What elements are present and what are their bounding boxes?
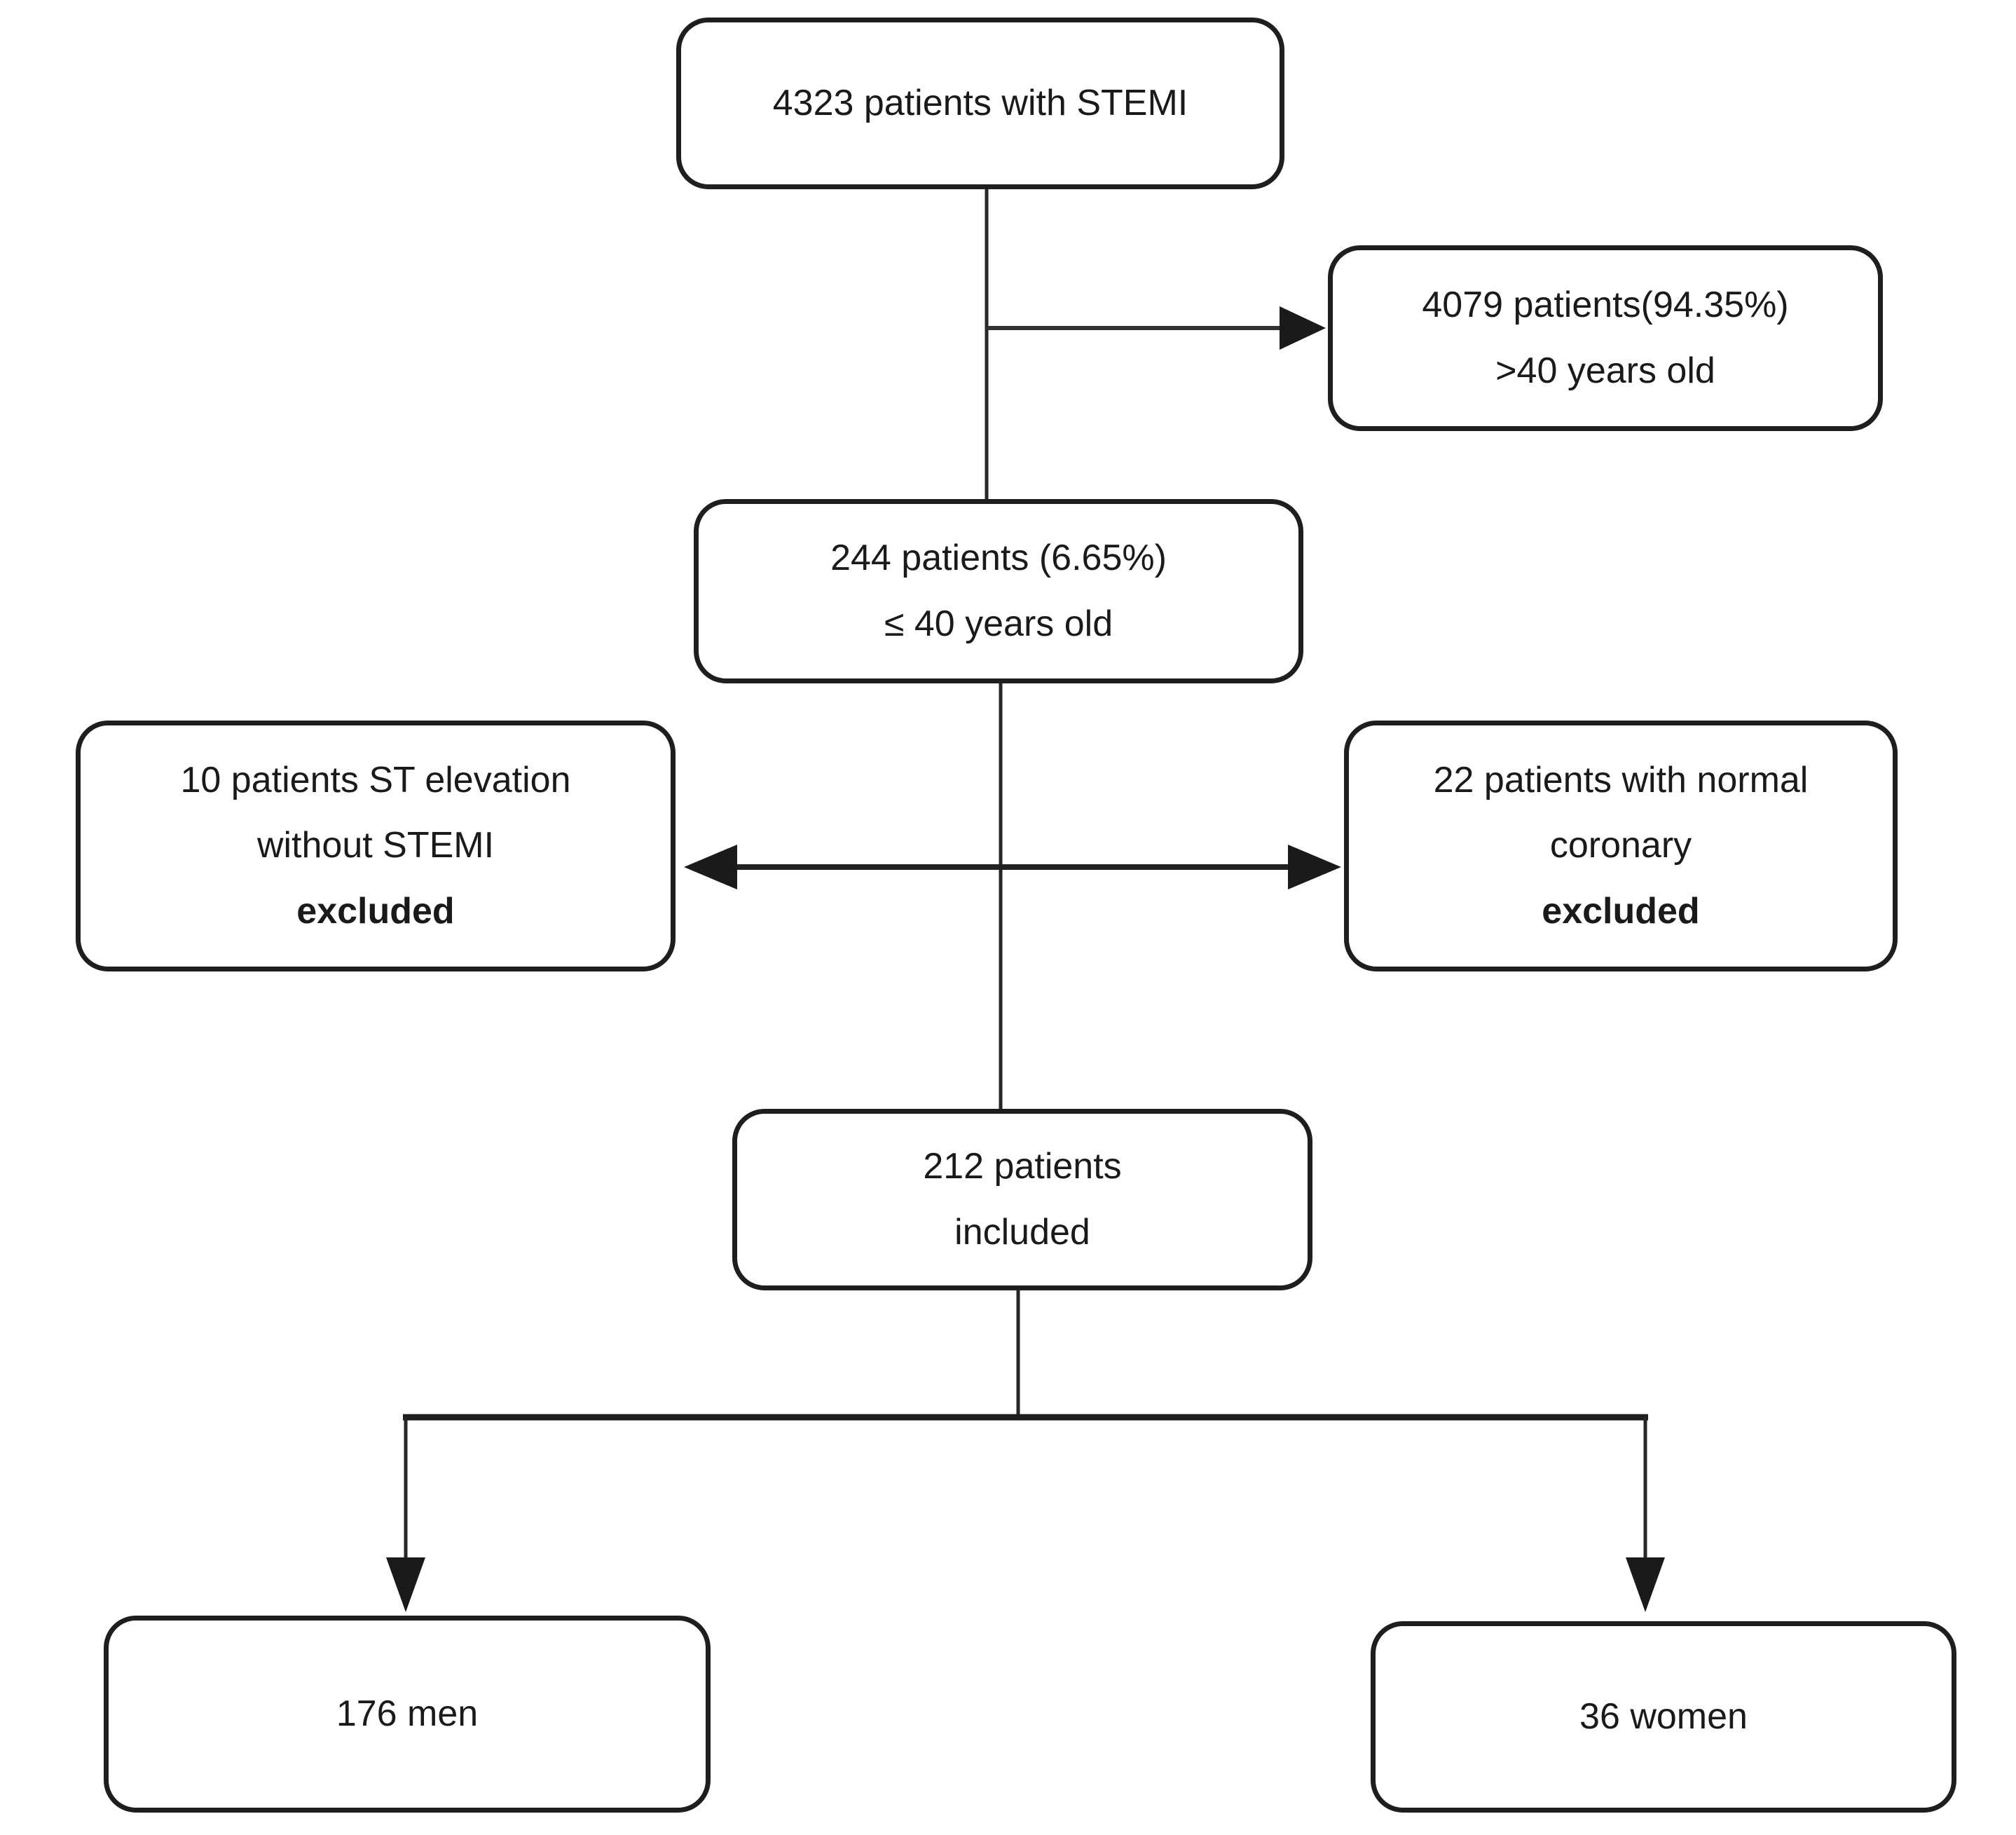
node-text-line-excluded: excluded xyxy=(1542,890,1700,932)
arrowhead-right-icon xyxy=(1288,845,1341,889)
node-text-line: 244 patients (6.65%) xyxy=(830,537,1167,578)
node-text-line: 22 patients with normal xyxy=(1433,759,1809,800)
node-excluded-st-elevation: 10 patients ST elevation without STEMI e… xyxy=(76,721,676,971)
node-text-line: included xyxy=(954,1211,1090,1253)
node-total-patients: 4323 patients with STEMI xyxy=(676,18,1284,189)
node-patients-under-40: 244 patients (6.65%) ≤ 40 years old xyxy=(694,499,1303,683)
node-text-line: 4079 patients(94.35%) xyxy=(1422,284,1789,325)
node-men: 176 men xyxy=(104,1616,711,1813)
arrowhead-down-icon xyxy=(386,1557,425,1612)
node-text-line: 212 patients xyxy=(923,1145,1122,1187)
arrowhead-down-icon xyxy=(1626,1557,1665,1612)
node-women: 36 women xyxy=(1371,1621,1956,1813)
node-excluded-normal-coronary: 22 patients with normal coronary exclude… xyxy=(1344,721,1898,971)
node-text-line: 176 men xyxy=(336,1693,479,1734)
node-text-line: ≤ 40 years old xyxy=(884,603,1113,644)
node-text-line: 36 women xyxy=(1579,1696,1748,1737)
node-text-line-excluded: excluded xyxy=(296,890,455,932)
node-text-line: 10 patients ST elevation xyxy=(180,759,571,800)
node-text-line: without STEMI xyxy=(256,825,495,866)
arrowhead-right-icon xyxy=(1280,306,1326,350)
node-patients-over-40: 4079 patients(94.35%) >40 years old xyxy=(1328,245,1883,431)
node-text-line: coronary xyxy=(1549,825,1692,866)
arrowhead-left-icon xyxy=(684,845,737,889)
node-text-line: >40 years old xyxy=(1495,350,1715,391)
node-text-line: 4323 patients with STEMI xyxy=(772,82,1188,123)
node-included-patients: 212 patients included xyxy=(732,1109,1312,1290)
